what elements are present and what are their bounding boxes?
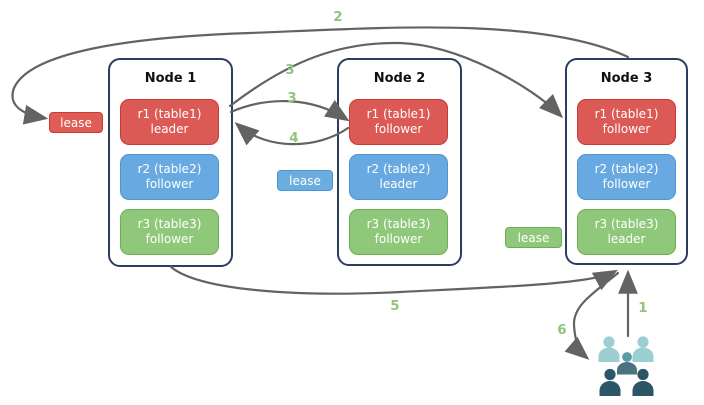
replica-name: r2 (table2) bbox=[137, 162, 202, 176]
node-1-title: Node 1 bbox=[144, 71, 197, 86]
replica-name: r3 (table3) bbox=[137, 217, 202, 231]
step-5-arrow-node1-to-node3 bbox=[169, 265, 618, 295]
node-1: Node 1 r1 (table1) leader r2 (table2) fo… bbox=[108, 58, 233, 267]
replica-name: r2 (table2) bbox=[366, 162, 431, 176]
users-group-icon bbox=[598, 336, 654, 396]
node-2-replica-r2: r2 (table2) leader bbox=[349, 154, 448, 200]
node-2-replica-r3: r3 (table3) follower bbox=[349, 209, 448, 255]
replica-name: r1 (table1) bbox=[594, 107, 659, 121]
node-1-replica-r2: r2 (table2) follower bbox=[120, 154, 219, 200]
step-label-6: 6 bbox=[557, 322, 567, 338]
replica-role: follower bbox=[145, 232, 194, 246]
node-2-title: Node 2 bbox=[373, 71, 426, 86]
replica-role: follower bbox=[145, 177, 194, 191]
replica-role: leader bbox=[150, 122, 189, 136]
node-2: Node 2 r1 (table1) follower r2 (table2) … bbox=[337, 58, 462, 266]
replica-role: follower bbox=[374, 122, 423, 136]
node-1-replica-r1: r1 (table1) leader bbox=[120, 99, 219, 145]
replica-role: leader bbox=[379, 177, 418, 191]
lease-badge-r1: lease bbox=[49, 112, 103, 133]
lease-badge-r3: lease bbox=[505, 227, 562, 248]
replica-name: r3 (table3) bbox=[594, 217, 659, 231]
replica-role: follower bbox=[374, 232, 423, 246]
step-label-3b: 3 bbox=[287, 90, 297, 106]
step-label-5: 5 bbox=[390, 298, 400, 314]
replica-name: r1 (table1) bbox=[366, 107, 431, 121]
step-2-arrow bbox=[11, 26, 630, 125]
replica-name: r1 (table1) bbox=[137, 107, 202, 121]
lease-badge-r2: lease bbox=[277, 170, 333, 191]
step-label-4: 4 bbox=[289, 130, 299, 146]
node-3-replica-r1: r1 (table1) follower bbox=[577, 99, 676, 145]
step-label-1: 1 bbox=[638, 300, 648, 316]
node-3-replica-r3: r3 (table3) leader bbox=[577, 209, 676, 255]
replica-role: leader bbox=[607, 232, 646, 246]
node-3-title: Node 3 bbox=[600, 71, 653, 86]
replica-name: r3 (table3) bbox=[366, 217, 431, 231]
replica-role: follower bbox=[602, 177, 651, 191]
step-label-2: 2 bbox=[333, 9, 343, 25]
node-2-replica-r1: r1 (table1) follower bbox=[349, 99, 448, 145]
node-3: Node 3 r1 (table1) follower r2 (table2) … bbox=[565, 58, 688, 265]
node-3-replica-r2: r2 (table2) follower bbox=[577, 154, 676, 200]
node-1-replica-r3: r3 (table3) follower bbox=[120, 209, 219, 255]
replica-role: follower bbox=[602, 122, 651, 136]
step-label-3a: 3 bbox=[285, 62, 295, 78]
replica-name: r2 (table2) bbox=[594, 162, 659, 176]
